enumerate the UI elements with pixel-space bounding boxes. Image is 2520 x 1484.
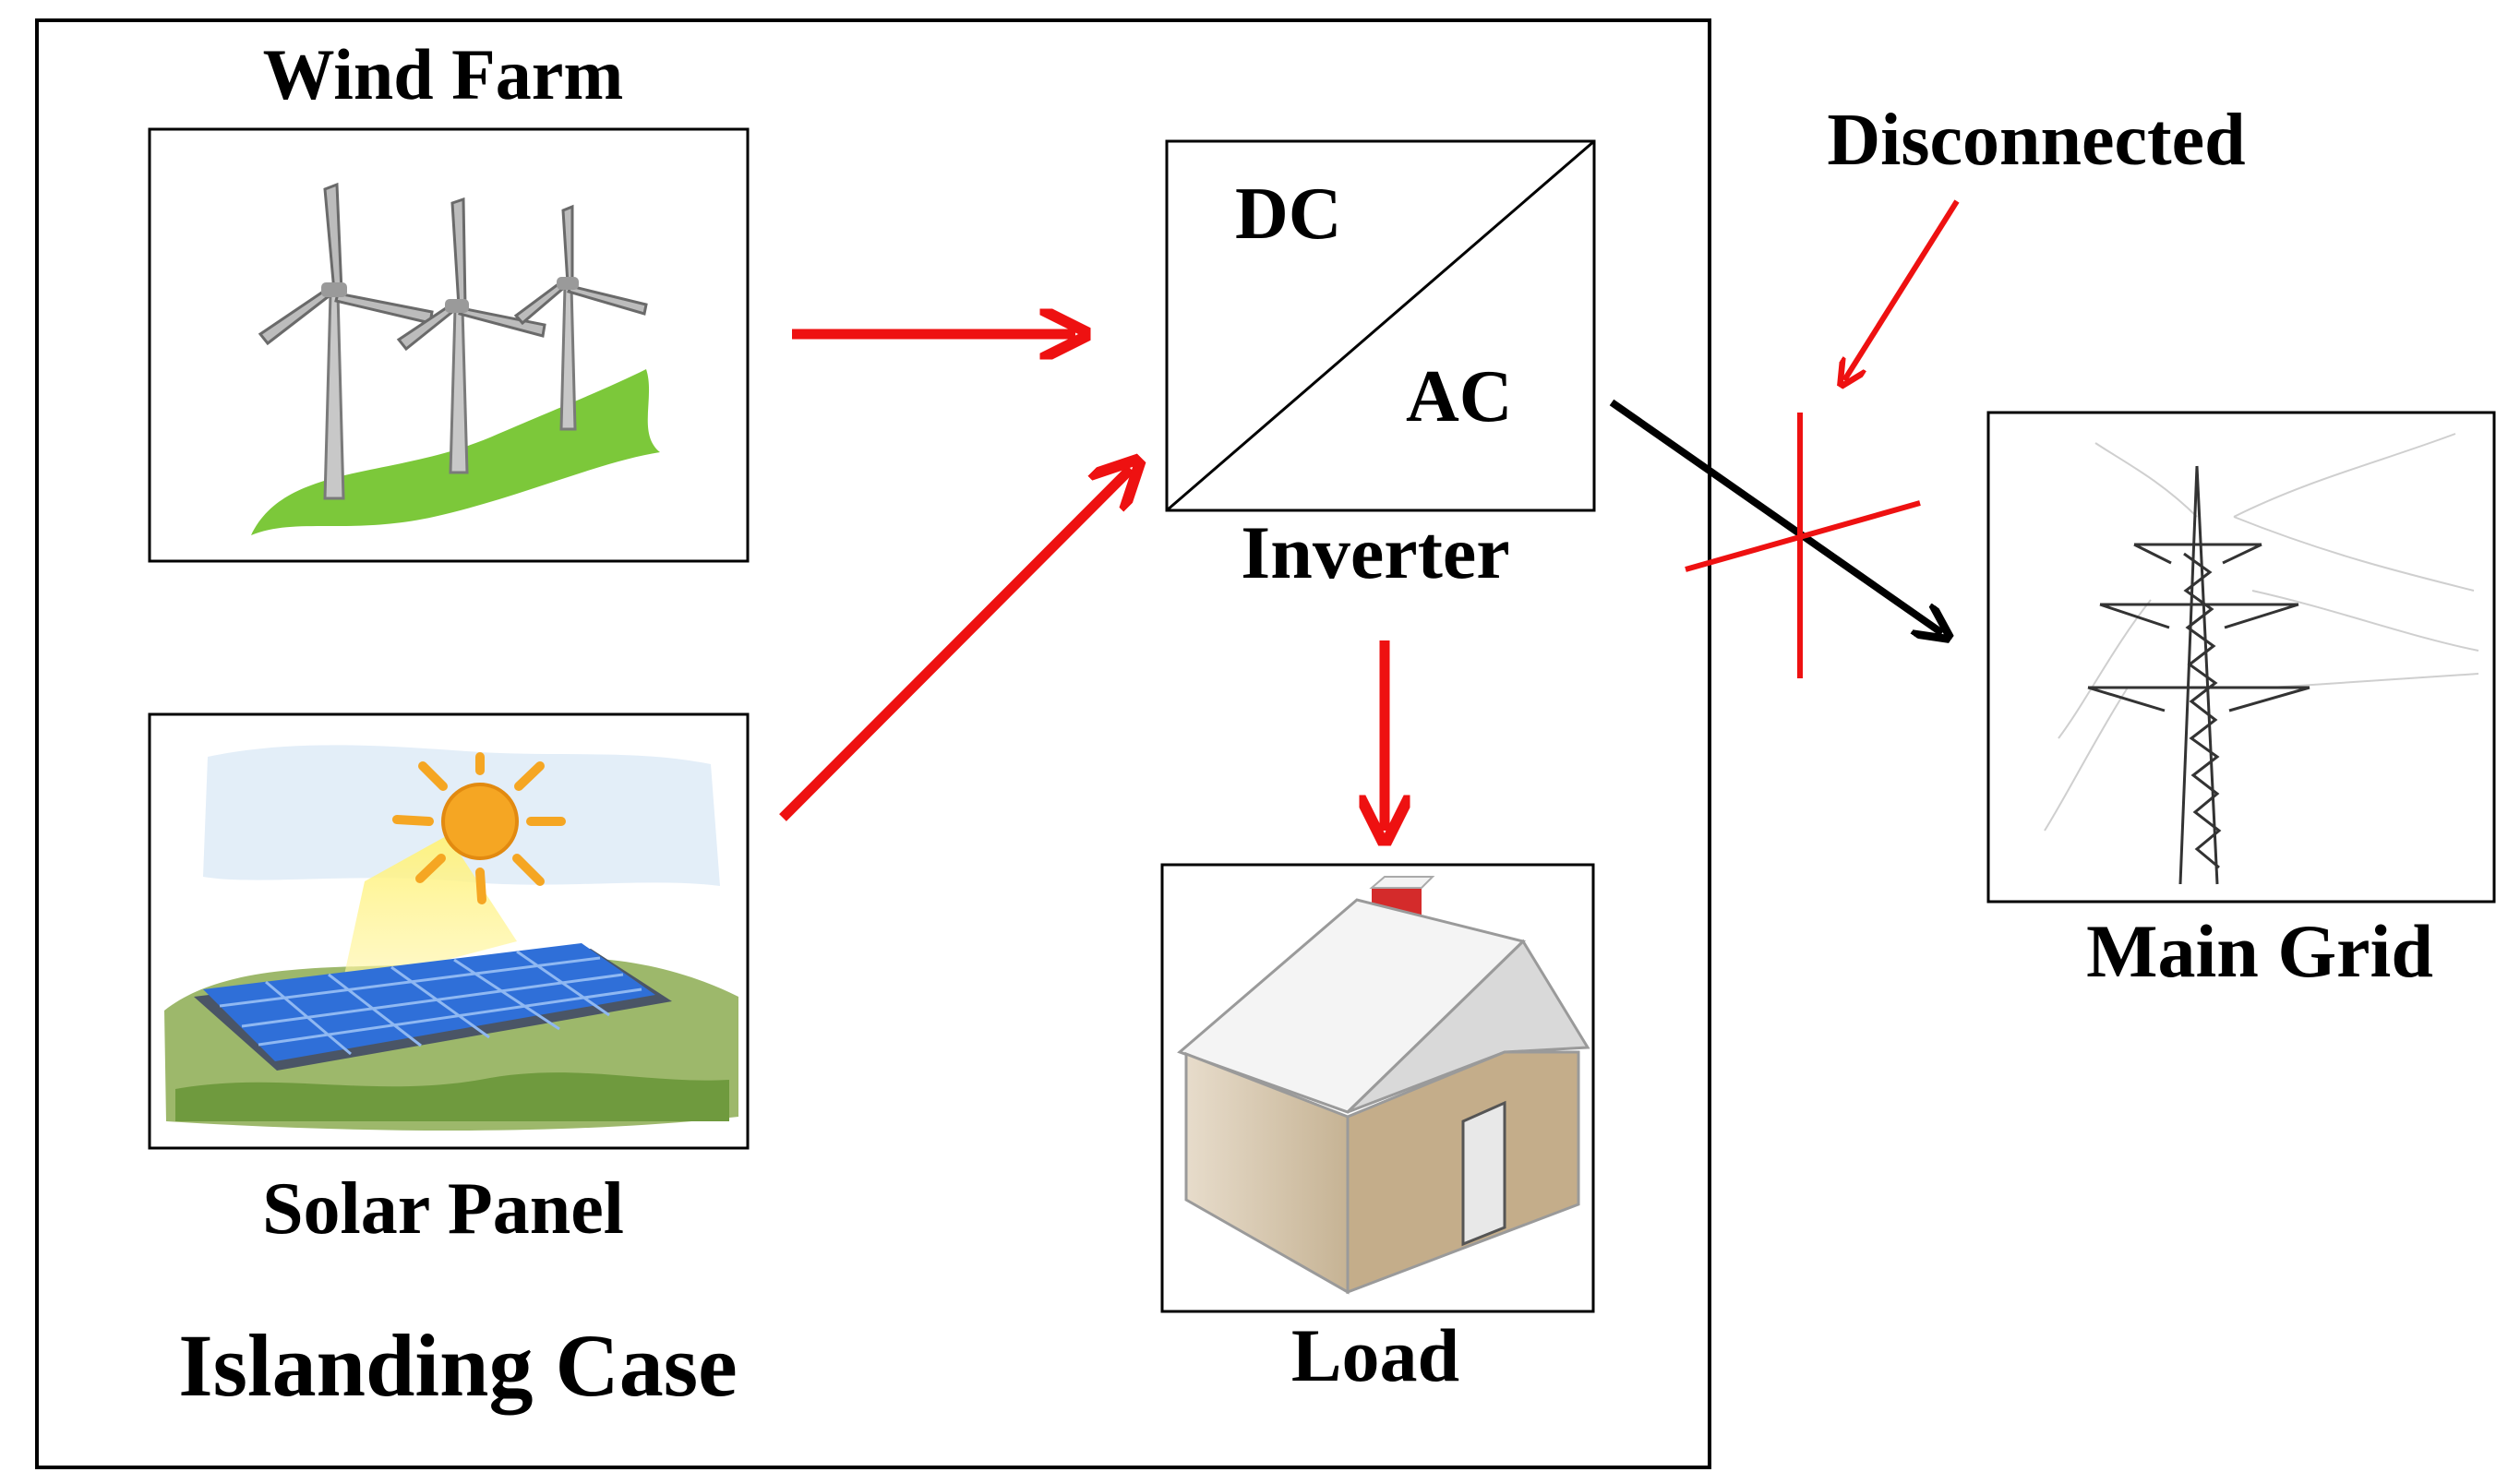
inverter-label: Inverter (1241, 510, 1510, 594)
main-grid-label: Main Grid (2086, 909, 2433, 993)
wind-farm-label: Wind Farm (262, 34, 624, 114)
solar-panel-label: Solar Panel (262, 1168, 624, 1250)
sun-icon (441, 783, 519, 860)
disconnect-cross-icon (1685, 413, 1921, 678)
ac-label: AC (1406, 356, 1513, 437)
solar-to-inverter-arrow (779, 469, 1131, 821)
solar-panel-image (148, 712, 750, 1150)
load-label: Load (1290, 1313, 1460, 1397)
disconnected-pointer-arrow (1844, 199, 1960, 380)
dc-label: DC (1235, 174, 1342, 255)
load-house-image (1160, 863, 1595, 1313)
inverter-to-grid-arrow (1609, 399, 1942, 633)
main-grid-tower-image (1986, 411, 2496, 904)
islanding-case-label: Islanding Case (178, 1316, 738, 1415)
wind-farm-image (148, 127, 750, 563)
disconnected-label: Disconnected (1827, 100, 2246, 181)
inverter-block (1165, 139, 1596, 512)
islanding-boundary (35, 18, 1711, 1469)
